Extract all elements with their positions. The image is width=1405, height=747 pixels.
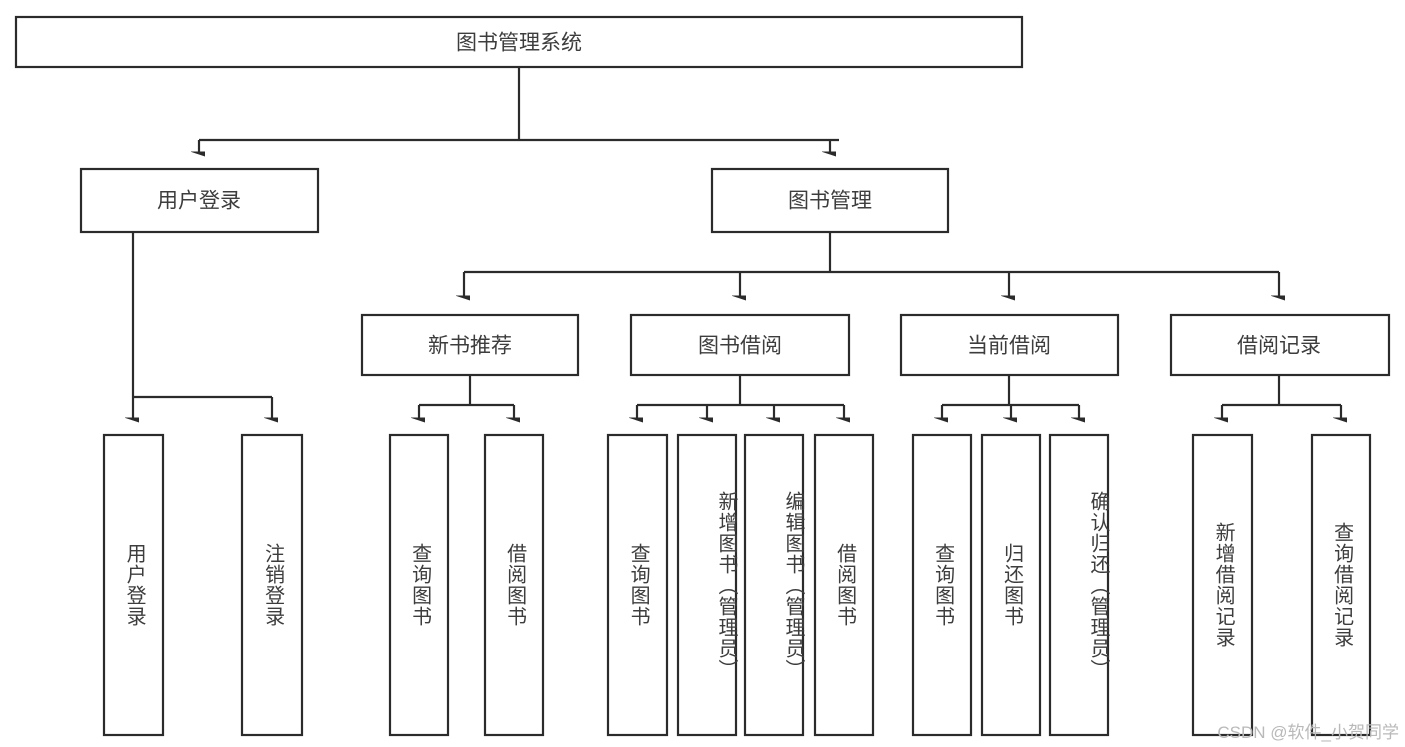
node-book-manage-label: 图书管理 (788, 190, 872, 213)
leaf-box[interactable] (980, 433, 1042, 737)
node-user-login[interactable]: 用户登录 (79, 167, 320, 234)
node-root-label: 图书管理系统 (456, 32, 582, 55)
node-current-borrow[interactable]: 当前借阅 (899, 313, 1120, 377)
leaf-box[interactable] (1191, 433, 1254, 737)
node-new-book-rec[interactable]: 新书推荐 (360, 313, 580, 377)
leaf-box[interactable] (676, 433, 738, 737)
connector-bookborrow-to-leaves (637, 375, 844, 418)
connector-bookmanage-to-level3 (464, 232, 1279, 296)
node-book-borrow-label: 图书借阅 (698, 335, 782, 358)
leaf-box[interactable] (388, 433, 450, 737)
leaf-box[interactable] (911, 433, 973, 737)
leaf-box[interactable] (1310, 433, 1372, 737)
node-borrow-record[interactable]: 借阅记录 (1169, 313, 1391, 377)
leaf-box[interactable] (483, 433, 545, 737)
node-book-borrow[interactable]: 图书借阅 (629, 313, 851, 377)
watermark: CSDN @软件_小贺同学 (1217, 723, 1399, 742)
leaf-box[interactable] (743, 433, 805, 737)
leaf-boxes (102, 433, 1372, 737)
leaf-box[interactable] (102, 433, 165, 737)
node-borrow-record-label: 借阅记录 (1237, 335, 1321, 358)
leaf-box[interactable] (813, 433, 875, 737)
leaf-box[interactable] (606, 433, 669, 737)
connector-newbook-to-leaves (419, 375, 514, 418)
node-book-manage[interactable]: 图书管理 (710, 167, 950, 234)
leaf-box[interactable] (1048, 433, 1110, 737)
connector-root-to-level2 (199, 67, 839, 152)
connector-currentborrow-to-leaves (942, 375, 1079, 418)
leaf-box[interactable] (240, 433, 304, 737)
node-root[interactable]: 图书管理系统 (14, 15, 1024, 69)
node-current-borrow-label: 当前借阅 (967, 335, 1051, 358)
node-new-book-rec-label: 新书推荐 (428, 335, 512, 358)
node-user-login-label: 用户登录 (157, 190, 241, 213)
connector-userlogin-to-leaves (133, 232, 272, 418)
connector-borrowrecord-to-leaves (1222, 375, 1341, 418)
